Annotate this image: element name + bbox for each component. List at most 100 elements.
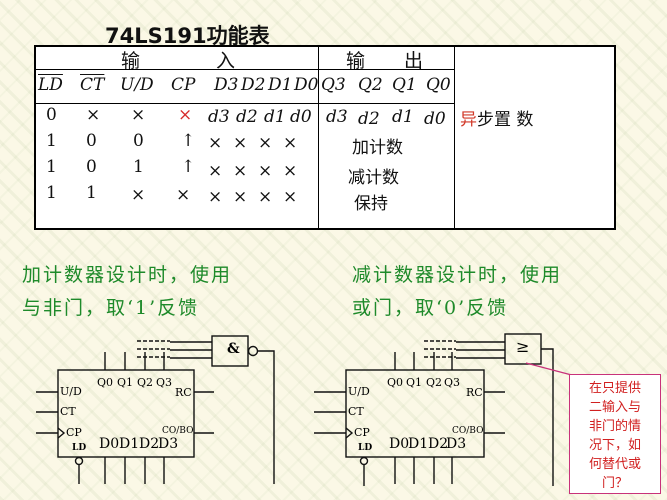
- row0-ud: ×: [131, 105, 146, 125]
- row0-d0: d0: [290, 107, 312, 127]
- left-cp: CP: [66, 426, 82, 439]
- left-d2: D2: [139, 436, 160, 452]
- row3-d3: ×: [208, 187, 223, 207]
- left-q3: Q3: [156, 376, 173, 389]
- row0-d1: d1: [264, 107, 286, 127]
- mode-count-down: 减计数: [348, 168, 399, 188]
- row1-ct: 0: [86, 131, 97, 151]
- mode-async-load-highlight: 异: [460, 110, 477, 130]
- right-q3: Q3: [444, 376, 461, 389]
- col-q0: Q0: [426, 75, 451, 95]
- right-cp: CP: [354, 426, 370, 439]
- callout-line2: 二输入与: [588, 400, 641, 415]
- row0-ld: 0: [46, 105, 57, 125]
- col-q1: Q1: [392, 75, 417, 95]
- col-ld: LD: [38, 75, 63, 95]
- row1-d2: ×: [233, 133, 248, 153]
- row1-d1: ×: [258, 133, 273, 153]
- left-counter-circuit: [36, 335, 275, 484]
- callout-box: [569, 374, 661, 494]
- output-header-2: 出: [404, 50, 424, 72]
- input-header-1: 输: [121, 50, 141, 72]
- row3-d0: ×: [283, 187, 298, 207]
- note-count-down-line2: 或门，取‘0’反馈: [352, 297, 509, 319]
- row2-ct: 0: [86, 157, 97, 177]
- right-d2: D2: [428, 436, 449, 452]
- left-q1: Q1: [117, 376, 134, 389]
- note-count-up-line2: 与非门，取‘1’反馈: [22, 297, 200, 319]
- left-q2: Q2: [137, 376, 154, 389]
- left-cobo: CO/BO: [162, 426, 194, 436]
- left-d1: D1: [119, 436, 140, 452]
- right-ud: U/D: [348, 385, 370, 398]
- row3-cp: ×: [176, 185, 191, 205]
- row2-d1: ×: [258, 161, 273, 181]
- counter-chip-left: [57, 369, 195, 458]
- row1-ud: 0: [133, 131, 144, 151]
- row1-ld: 1: [46, 131, 57, 151]
- col-cp: CP: [171, 75, 196, 95]
- nand-bubble: [247, 345, 259, 357]
- output-header-1: 输: [346, 50, 366, 72]
- mode-async-load: 异步置 数: [460, 105, 533, 130]
- callout-line6: 门？: [601, 476, 628, 491]
- left-ld: LD: [72, 443, 87, 453]
- function-table: 输 入 输 出 LD CT U/D CP D3 D2 D1 D0 Q3 Q2 Q…: [34, 45, 616, 230]
- right-ld: LD: [358, 443, 373, 453]
- mode-count-up: 加计数: [352, 138, 403, 158]
- row0-d3: d3: [208, 107, 230, 127]
- col-ct: CT: [80, 75, 105, 95]
- row0-q1: d1: [392, 107, 414, 127]
- row0-cp: ×: [178, 105, 193, 125]
- row0-q3: d3: [326, 107, 348, 127]
- col-q3: Q3: [321, 75, 346, 95]
- page-title: 74LS191功能表: [105, 24, 270, 48]
- mode-async-load-rest: 步置 数: [477, 110, 534, 130]
- col-d2: D2: [241, 75, 266, 95]
- row1-cp: ↑: [181, 131, 196, 151]
- row3-d1: ×: [258, 187, 273, 207]
- row1-d3: ×: [208, 133, 223, 153]
- row2-d2: ×: [233, 161, 248, 181]
- row2-cp: ↑: [181, 157, 196, 177]
- mode-hold: 保持: [354, 194, 388, 214]
- col-d3: D3: [214, 75, 239, 95]
- right-cobo: CO/BO: [452, 426, 484, 436]
- right-counter-circuit: [314, 333, 584, 486]
- right-q0: Q0: [387, 376, 404, 389]
- callout-line5: 何替代或: [588, 457, 641, 472]
- row0-d2: d2: [236, 107, 258, 127]
- nand-gate-symbol: &: [227, 341, 240, 357]
- note-count-up-line1: 加计数器设计时，使用: [22, 264, 233, 286]
- input-header-2: 入: [216, 50, 236, 72]
- row0-ct: ×: [86, 105, 101, 125]
- right-d3: D3: [446, 436, 467, 452]
- counter-chip-right: [345, 369, 485, 458]
- or-gate-symbol: ≥: [516, 337, 530, 356]
- row2-d3: ×: [208, 161, 223, 181]
- right-q1: Q1: [406, 376, 423, 389]
- note-count-down-line1: 减计数器设计时，使用: [352, 264, 563, 286]
- left-d0: D0: [99, 436, 120, 452]
- row3-ld: 1: [46, 183, 57, 203]
- row0-q2: d2: [358, 109, 380, 129]
- right-ct: CT: [348, 405, 364, 418]
- col-d0: D0: [294, 75, 319, 95]
- row3-ud: ×: [131, 185, 146, 205]
- callout-line3: 非门的情: [588, 419, 641, 434]
- callout-line1: 在只提供: [588, 381, 641, 396]
- row3-d2: ×: [233, 187, 248, 207]
- right-rc: RC: [466, 386, 483, 399]
- row2-ld: 1: [46, 157, 57, 177]
- left-ct: CT: [60, 405, 76, 418]
- col-ud: U/D: [120, 75, 154, 95]
- row1-d0: ×: [283, 133, 298, 153]
- right-q2: Q2: [426, 376, 443, 389]
- col-q2: Q2: [358, 75, 383, 95]
- left-ud: U/D: [60, 385, 82, 398]
- row0-q0: d0: [424, 109, 446, 129]
- left-rc: RC: [175, 386, 192, 399]
- row3-ct: 1: [86, 183, 97, 203]
- right-d1: D1: [408, 436, 429, 452]
